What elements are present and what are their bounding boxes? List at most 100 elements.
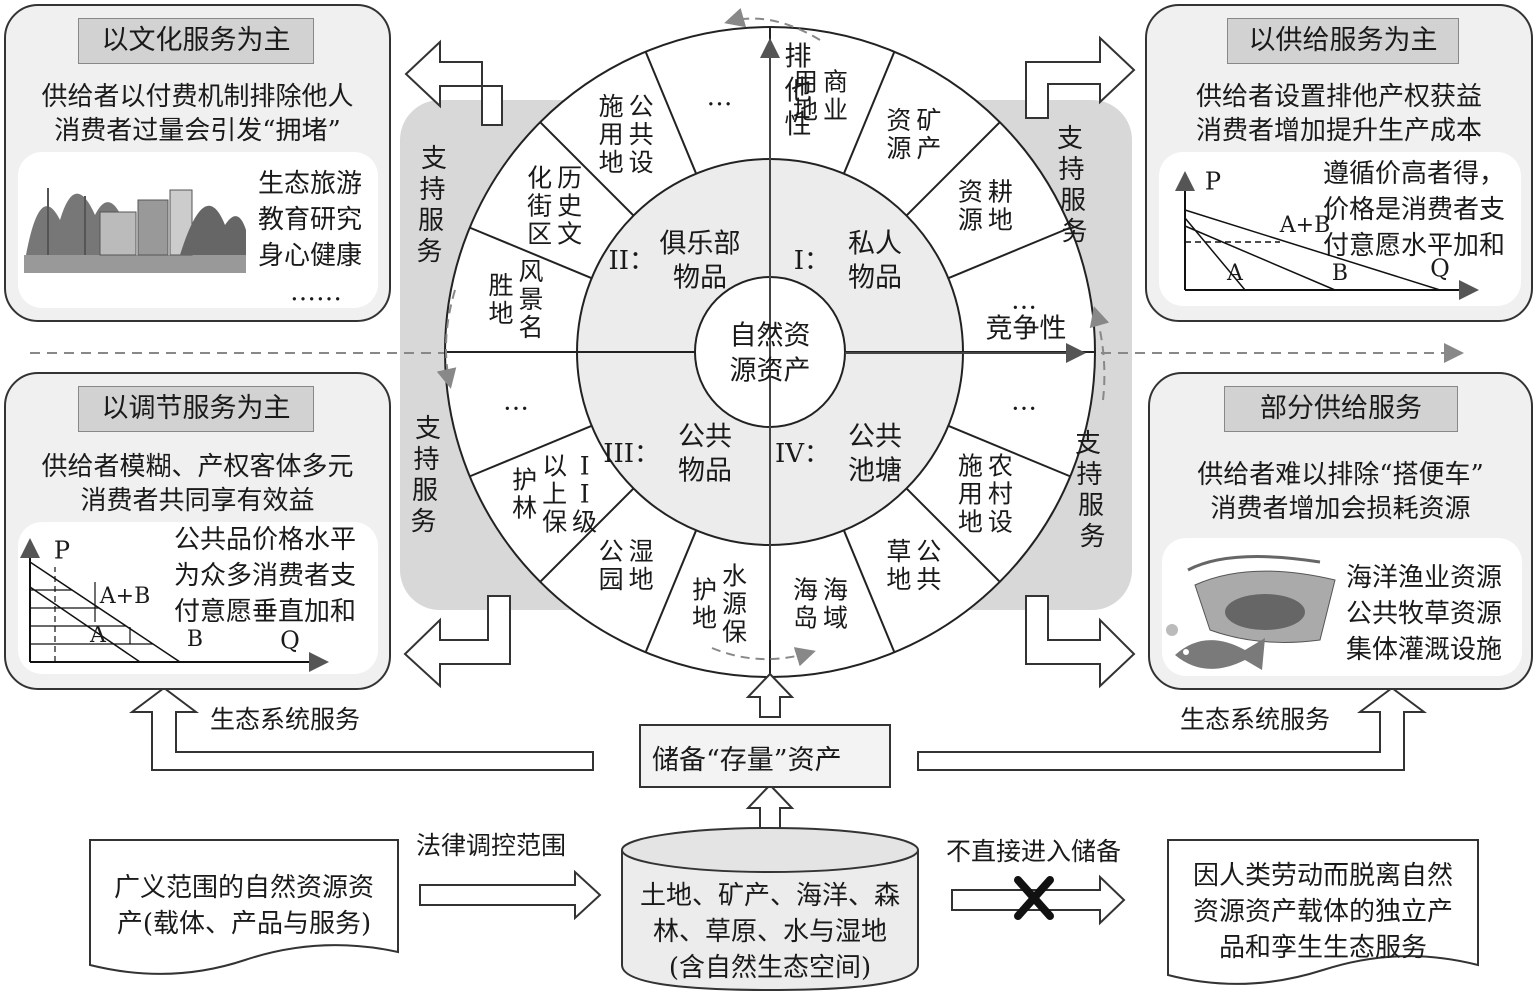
quadrant-numeral: II： <box>608 246 655 276</box>
panel-desc-line: 供给者以付费机制排除他人 <box>41 82 354 112</box>
panel-partial-provisioning: 部分供给服务 供给者难以排除“搭便车” 消费者增加会损耗资源 海洋渔业资源 公共… <box>1148 372 1533 690</box>
independent-products-document <box>1167 839 1479 985</box>
reserve-box <box>639 724 891 788</box>
sector-text: … <box>706 82 732 112</box>
sector-text: 湿 <box>629 537 654 566</box>
sector-text: 施 <box>958 451 983 480</box>
sector-text: 林 <box>512 493 537 522</box>
sector-text: 源 <box>886 134 911 163</box>
note-line: 付意愿垂直加和 <box>174 597 357 627</box>
sector-text: 用 <box>599 120 624 149</box>
sector-text: 园 <box>599 565 624 594</box>
sector-text: 农 <box>988 451 1013 480</box>
list-item: 生态旅游 <box>258 169 363 199</box>
panel-title: 部分供给服务 <box>1224 386 1458 432</box>
sector-text: 公 <box>629 92 654 121</box>
support-services-label: 务 <box>410 507 436 537</box>
center-label-line: 源资产 <box>730 356 811 387</box>
exclusivity-label: 排 <box>785 42 812 73</box>
quadrant-name: 物品 <box>848 263 902 294</box>
up-arrow-to-reserve <box>745 783 795 831</box>
sector-text: 耕 <box>988 178 1013 207</box>
ecosystem-services-label-left: 生态系统服务 <box>210 705 361 734</box>
sector-text: 公 <box>599 537 624 566</box>
common-pool-list: 海洋渔业资源 公共牧草资源 集体灌溉设施 <box>1346 560 1502 668</box>
list-item: 公共牧草资源 <box>1346 599 1503 629</box>
doc-line: 资源资产载体的独立产 <box>1192 897 1453 927</box>
support-services-label: 支 <box>421 144 447 174</box>
dashed-arc-bottom <box>711 647 816 667</box>
sector-text: 地 <box>886 565 911 594</box>
sector-text: 源 <box>722 590 747 619</box>
legal-scope-label: 法律调控范围 <box>416 831 567 860</box>
sector-label: … <box>503 387 529 417</box>
support-services-label: 服 <box>1060 186 1086 216</box>
sector-text: 资 <box>958 178 983 207</box>
support-services-label: 支 <box>1075 429 1101 459</box>
sector-text: 风 <box>518 257 543 286</box>
quadrant-name: 公共 <box>678 422 732 453</box>
sector-text: 矿 <box>916 106 941 135</box>
note-line: 为众多消费者支 <box>174 561 357 591</box>
note-line: 价格是消费者支 <box>1323 195 1506 225</box>
support-services-label: 服 <box>412 476 438 506</box>
sector-text: 级 <box>572 507 597 536</box>
independent-products-text: 因人类劳动而脱离自然 资源资产载体的独立产 品和孪生生态服务 <box>1170 858 1476 966</box>
quadrant-wheel <box>444 26 1096 678</box>
sector-text: 业 <box>823 95 848 124</box>
quadrant-numeral: I： <box>794 246 830 276</box>
broad-scope-document <box>89 839 399 975</box>
resource-cylinder <box>621 827 919 992</box>
elbow-arrow-bottom-left <box>403 595 511 689</box>
support-services-label: 务 <box>416 237 442 267</box>
dashed-arc-top <box>724 7 821 41</box>
panel-title: 以供给服务为主 <box>1227 18 1459 64</box>
list-item: 身心健康 <box>258 241 363 271</box>
doc-line: (含自然生态空间) <box>668 953 872 983</box>
note-line: 公共品价格水平 <box>174 525 357 555</box>
panel-regulating-services: 以调节服务为主 供给者模糊、产权客体多元 消费者共同享有效益 公共品价格水平 为… <box>4 372 391 690</box>
doc-line: 土地、矿产、海洋、森 <box>639 881 900 911</box>
sector-text: 地 <box>599 148 624 177</box>
sector-text: … <box>1011 387 1037 417</box>
panel-desc-line: 消费者共同享有效益 <box>80 486 315 516</box>
panel-cultural-services: 以文化服务为主 供给者以付费机制排除他人 消费者过量会引发“拥堵” 生态旅游 教… <box>4 4 391 322</box>
quadrant-name: 俱乐部 <box>660 229 741 260</box>
up-arrow-to-wheel <box>745 672 795 718</box>
sector-text: 商 <box>823 67 848 96</box>
list-item: 集体灌溉设施 <box>1346 635 1503 665</box>
support-services-label: 支 <box>415 414 441 444</box>
doc-line: 广义范围的自然资源资 <box>113 873 374 903</box>
elbow-arrow-top-right <box>1025 35 1136 119</box>
quadrant-name: 物品 <box>673 263 727 294</box>
sector-text: 区 <box>527 220 552 249</box>
ecosystem-arrow-left <box>129 686 594 771</box>
broad-scope-text: 广义范围的自然资源资 产(载体、产品与服务) <box>92 870 396 942</box>
elbow-arrow-bottom-right <box>1025 595 1136 689</box>
support-services-label: 务 <box>1079 522 1105 552</box>
sector-text: 域 <box>823 604 848 633</box>
panel-desc-line: 供给者难以排除“搭便车” <box>1197 460 1484 490</box>
panel-desc-line: 供给者设置排他产权获益 <box>1195 82 1482 112</box>
pricing-note: 公共品价格水平 为众多消费者支 付意愿垂直加和 <box>174 522 356 630</box>
sector-text: 以 <box>542 451 567 480</box>
sector-label: … <box>706 82 732 112</box>
rivalry-label: 竞争性 <box>986 314 1067 345</box>
panel-desc-line: 消费者增加会损耗资源 <box>1210 494 1471 524</box>
legal-arrow <box>419 869 602 921</box>
sector-text: 设 <box>629 148 654 177</box>
panel-title: 以文化服务为主 <box>78 18 314 64</box>
quadrant-name: 池塘 <box>848 456 902 487</box>
sector-text: 村 <box>988 479 1013 508</box>
doc-line: 产(载体、产品与服务) <box>116 909 372 939</box>
sector-text: 景 <box>518 285 543 314</box>
sector-text: 源 <box>958 206 983 235</box>
exclusivity-label: 性 <box>785 110 812 141</box>
